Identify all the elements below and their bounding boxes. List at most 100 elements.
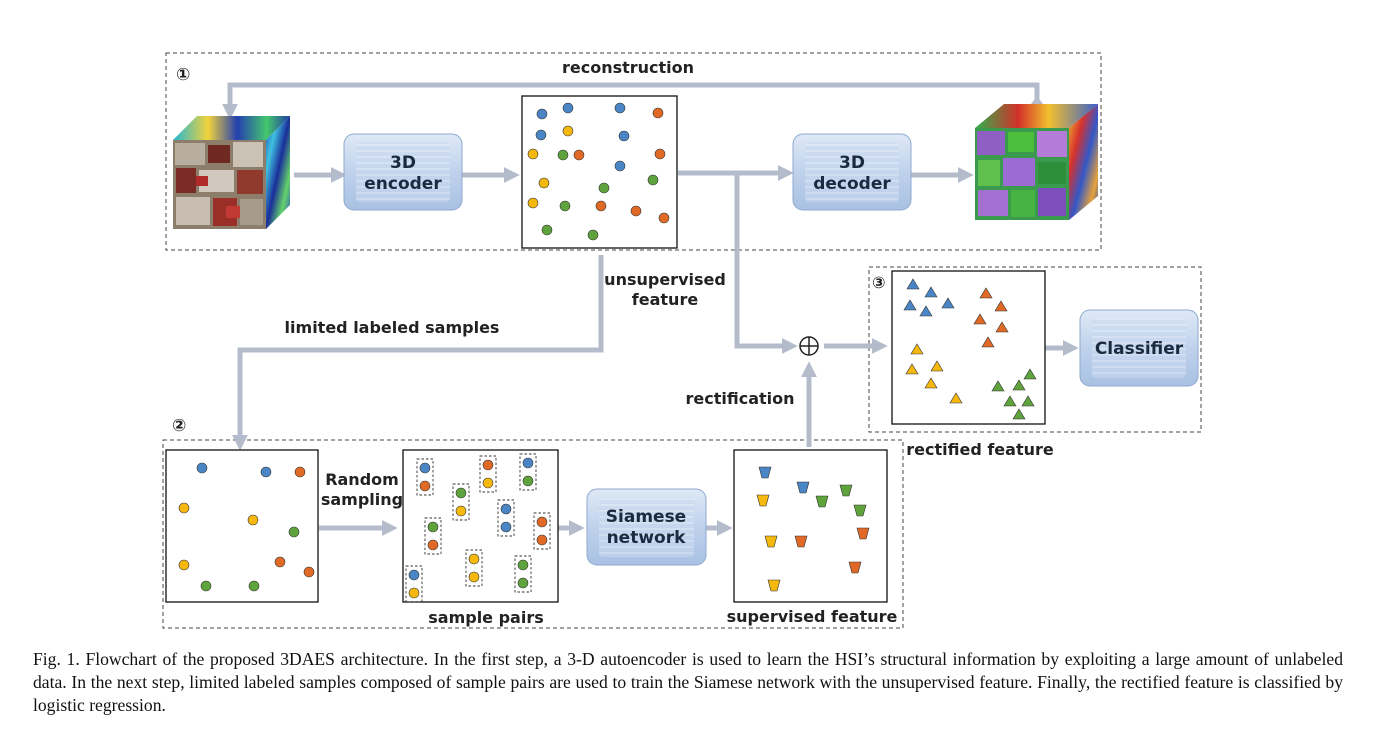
pair-point — [468, 571, 480, 583]
pair-box — [416, 458, 434, 496]
step1-frame — [165, 52, 1102, 251]
pair-box — [519, 453, 537, 491]
pair-point — [408, 569, 420, 581]
pair-box — [533, 512, 551, 550]
limited-labeled-samples-label: limited labeled samples — [285, 318, 500, 337]
pair-point — [522, 457, 534, 469]
classifier-block: Classifier — [1079, 309, 1199, 387]
arrow-feature-to-sum — [734, 173, 798, 355]
feature-point — [658, 212, 670, 224]
feature-point — [903, 299, 917, 311]
feature-point — [1023, 368, 1037, 380]
pair-point — [522, 475, 534, 487]
feature-point — [587, 229, 599, 241]
encoder-label-line1: 3D — [390, 153, 416, 173]
feature-point — [906, 278, 920, 290]
sample-point — [178, 502, 190, 514]
feature-point — [614, 102, 626, 114]
pair-point — [482, 459, 494, 471]
random-sampling-label-line2: sampling — [321, 490, 403, 509]
pair-box — [465, 549, 483, 587]
encoder-label-line2: encoder — [364, 174, 442, 194]
feature-point — [652, 107, 664, 119]
pair-point — [408, 587, 420, 599]
classifier-label: Classifier — [1095, 339, 1184, 359]
pair-point — [468, 553, 480, 565]
feature-point — [924, 377, 938, 389]
supervised-feature-points — [756, 466, 870, 592]
feature-point — [1012, 408, 1026, 420]
feature-point — [562, 125, 574, 137]
sample-pairs-points — [405, 453, 551, 603]
pair-point — [517, 559, 529, 571]
feature-point — [618, 130, 630, 142]
reconstruction-arrow-tail — [1031, 96, 1043, 104]
pair-box — [405, 565, 423, 603]
pair-box — [424, 517, 442, 555]
feature-point — [856, 527, 870, 540]
unsupervised-feature-points — [527, 102, 670, 241]
random-sampling-label-line1: Random — [325, 470, 399, 489]
pair-point — [419, 480, 431, 492]
feature-point — [536, 108, 548, 120]
pair-point — [427, 539, 439, 551]
feature-point — [853, 504, 867, 517]
sample-point — [248, 580, 260, 592]
feature-point — [654, 148, 666, 160]
figure-caption: Fig. 1. Flowchart of the proposed 3DAES … — [33, 649, 1343, 715]
feature-point — [538, 177, 550, 189]
feature-point — [973, 313, 987, 325]
feature-point — [794, 535, 808, 548]
feature-point — [598, 182, 610, 194]
rectification-label: rectification — [685, 389, 794, 408]
step3-frame — [868, 266, 1202, 433]
pair-point — [455, 487, 467, 499]
siamese-network-block: Siamese network — [586, 488, 707, 566]
feature-point — [815, 495, 829, 508]
feature-point — [1021, 395, 1035, 407]
pair-point — [517, 577, 529, 589]
sample-point — [200, 580, 212, 592]
flowchart-diagram: ① ② ③ — [162, 52, 1202, 629]
pair-box — [452, 483, 470, 521]
sample-point — [178, 559, 190, 571]
step1-marker: ① — [176, 65, 190, 85]
feature-point — [796, 481, 810, 494]
siamese-label-line2: network — [607, 528, 687, 548]
feature-point — [930, 360, 944, 372]
feature-point — [994, 300, 1008, 312]
siamese-label-line1: Siamese — [606, 507, 686, 527]
rectified-feature-points — [903, 278, 1037, 420]
feature-point — [535, 129, 547, 141]
feature-point — [767, 579, 781, 592]
encoder-block: 3D encoder — [343, 133, 463, 211]
sample-point — [196, 462, 208, 474]
feature-point — [981, 336, 995, 348]
supervised-feature-panel — [733, 449, 888, 603]
unsupervised-feature-label-line2: feature — [632, 290, 699, 309]
decoder-block: 3D decoder — [792, 133, 912, 211]
feature-point — [949, 392, 963, 404]
pair-box — [497, 499, 515, 537]
feature-point — [647, 174, 659, 186]
feature-point — [527, 148, 539, 160]
pair-point — [455, 505, 467, 517]
sample-point — [274, 556, 286, 568]
reconstruction-label: reconstruction — [562, 58, 694, 77]
feature-point — [557, 149, 569, 161]
arrow-limited-samples — [231, 255, 604, 451]
unsupervised-feature-panel — [521, 95, 678, 249]
sample-pairs-label: sample pairs — [428, 608, 544, 627]
pair-point — [500, 521, 512, 533]
labeled-samples-panel — [165, 449, 319, 603]
feature-point — [1003, 395, 1017, 407]
feature-point — [919, 305, 933, 317]
pair-box — [514, 555, 532, 593]
feature-point — [979, 287, 993, 299]
decoder-label-line2: decoder — [813, 174, 891, 194]
pair-point — [419, 462, 431, 474]
decoder-label-line1: 3D — [839, 153, 865, 173]
reconstruction-arrow — [221, 82, 1040, 120]
hsi-input-cube — [173, 116, 290, 229]
unsupervised-feature-label-line1: unsupervised — [604, 270, 726, 289]
